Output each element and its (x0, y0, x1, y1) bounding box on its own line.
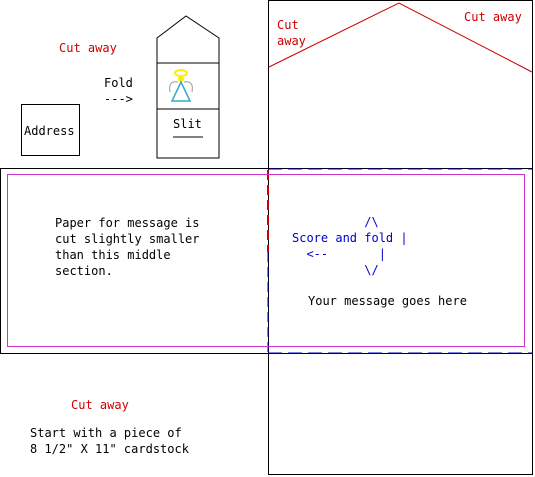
cut-away-label-top-left: Cut away (59, 41, 117, 55)
message-paper-outline (7, 174, 525, 347)
angel-icon (169, 69, 193, 102)
fold-label: Fold (104, 76, 133, 90)
score-and-fold-instruction: /\ Score and fold | <-- | \/ (292, 215, 408, 277)
cut-away-label-bottom: Cut away (71, 398, 129, 412)
paper-message-note: Paper for message is cut slightly smalle… (55, 216, 200, 278)
roof-cut-line (268, 2, 533, 73)
start-instruction: Start with a piece of 8 1/2" X 11" cards… (30, 426, 189, 456)
slit-label: Slit (173, 117, 202, 131)
folded-card-illustration (156, 15, 220, 159)
address-box (21, 104, 80, 156)
cut-away-label-top-middle: Cut away (277, 18, 306, 48)
your-message-placeholder: Your message goes here (308, 294, 467, 308)
card-outline (156, 15, 220, 159)
cut-away-label-top-right: Cut away (464, 10, 522, 24)
fold-arrow: ---> (104, 92, 133, 106)
address-label: Address (24, 124, 75, 138)
